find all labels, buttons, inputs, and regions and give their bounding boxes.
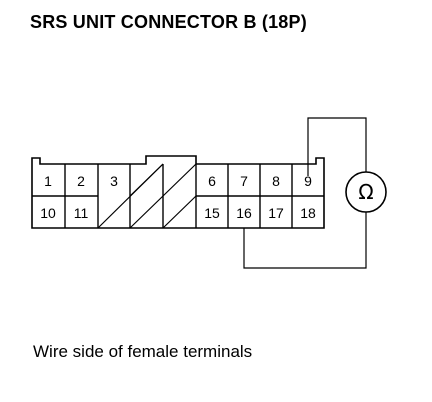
probe-wire-terminal-9 — [307, 117, 367, 176]
ohmmeter-icon — [345, 171, 387, 213]
pin-label: 16 — [236, 205, 252, 221]
pin-label: 8 — [272, 173, 280, 189]
pin-label: 2 — [77, 173, 85, 189]
ohm-symbol: Ω — [358, 180, 373, 204]
pin-label: 9 — [304, 173, 312, 189]
view-caption: Wire side of female terminals — [33, 342, 253, 361]
pin-label: 10 — [40, 205, 56, 221]
pin-label: 1 — [44, 173, 52, 189]
blank-cavity-hatching — [97, 163, 197, 229]
diagram-title: SRS UNIT CONNECTOR B (18P) — [30, 12, 307, 32]
pin-label: 11 — [74, 205, 89, 221]
pin-label: 7 — [240, 173, 248, 189]
probe-wire-terminal-16 — [243, 212, 367, 269]
pin-label: 3 — [110, 173, 118, 189]
pin-label: 6 — [208, 173, 216, 189]
pin-label: 18 — [300, 205, 316, 221]
pin-label: 15 — [204, 205, 220, 221]
pin-label: 17 — [268, 205, 284, 221]
connector-housing — [31, 155, 325, 229]
